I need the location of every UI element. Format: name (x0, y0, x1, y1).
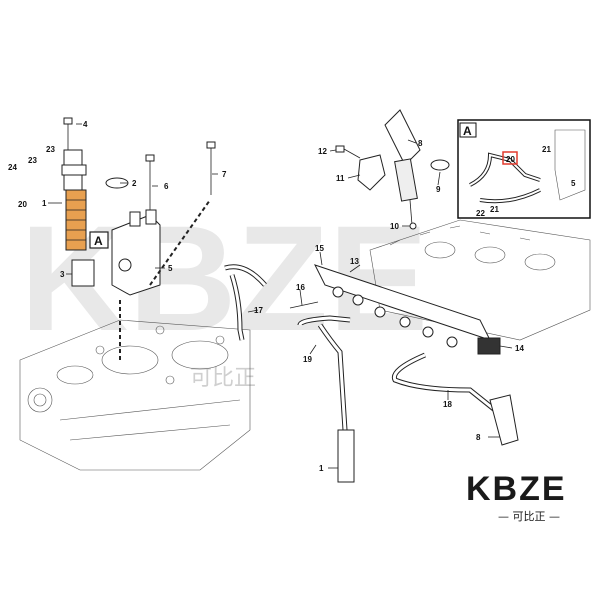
label-22: 22 (476, 209, 485, 218)
pump-part-5 (111, 209, 161, 296)
brand-logo: KBZE — 可比正 — (466, 470, 567, 523)
label-12: 12 (318, 147, 327, 156)
label-4: 4 (83, 120, 88, 129)
sleeve-part-3 (71, 259, 95, 287)
sensor-part-14 (477, 337, 501, 355)
label-1b: 1 (319, 464, 324, 473)
label-5b: 5 (571, 179, 576, 188)
label-23b: 23 (46, 145, 55, 154)
label-8a: 8 (418, 139, 423, 148)
label-18: 18 (443, 400, 452, 409)
bolt-part-6 (145, 154, 155, 215)
label-15: 15 (315, 244, 324, 253)
injector-bottom-part-1 (337, 429, 355, 483)
injector-right-part-8 (384, 109, 421, 226)
detail-box-label: A (463, 124, 472, 138)
label-23a: 23 (28, 156, 37, 165)
o-ring-part-9 (430, 159, 450, 171)
callout-a-box (89, 231, 109, 249)
fuel-rail-part-13 (314, 264, 491, 348)
watermark-subtext: 可比正 (190, 366, 256, 391)
bolt-part-16 (289, 301, 319, 309)
bolt-part-4 (63, 117, 73, 150)
detail-box-a: A (457, 119, 591, 219)
leader-lines (48, 123, 513, 469)
label-21a: 21 (542, 145, 551, 154)
label-16: 16 (296, 283, 305, 292)
label-3: 3 (60, 270, 65, 279)
label-2: 2 (132, 179, 137, 188)
callout-a-label: A (94, 234, 103, 248)
highlight-part-20 (502, 151, 518, 165)
clamp-part-11 (357, 154, 386, 191)
label-10: 10 (390, 222, 399, 231)
dashed-connector (119, 199, 211, 360)
label-7: 7 (222, 170, 227, 179)
label-14: 14 (515, 344, 524, 353)
label-11: 11 (336, 174, 345, 183)
label-1a: 1 (42, 199, 47, 208)
label-13: 13 (350, 257, 359, 266)
engine-block-left (19, 319, 251, 471)
label-20a: 20 (18, 200, 27, 209)
part-labels: 4 2 6 7 5 3 1 24 23 23 20 8 9 10 11 12 1… (8, 120, 576, 473)
injector-left (61, 149, 87, 251)
bolt-part-12 (335, 145, 361, 159)
injector-lower-part-8 (489, 394, 519, 446)
bolt-part-7 (206, 141, 216, 195)
label-9: 9 (436, 185, 441, 194)
label-20b: 20 (506, 155, 515, 164)
label-19: 19 (303, 355, 312, 364)
label-8b: 8 (476, 433, 481, 442)
label-21b: 21 (490, 205, 499, 214)
label-5a: 5 (168, 264, 173, 273)
label-17: 17 (254, 306, 263, 315)
brand-logo-text: KBZE (466, 470, 567, 508)
brand-tagline: — 可比正 — (498, 510, 560, 523)
label-6: 6 (164, 182, 169, 191)
washer-part-10 (409, 222, 417, 230)
label-24: 24 (8, 163, 17, 172)
